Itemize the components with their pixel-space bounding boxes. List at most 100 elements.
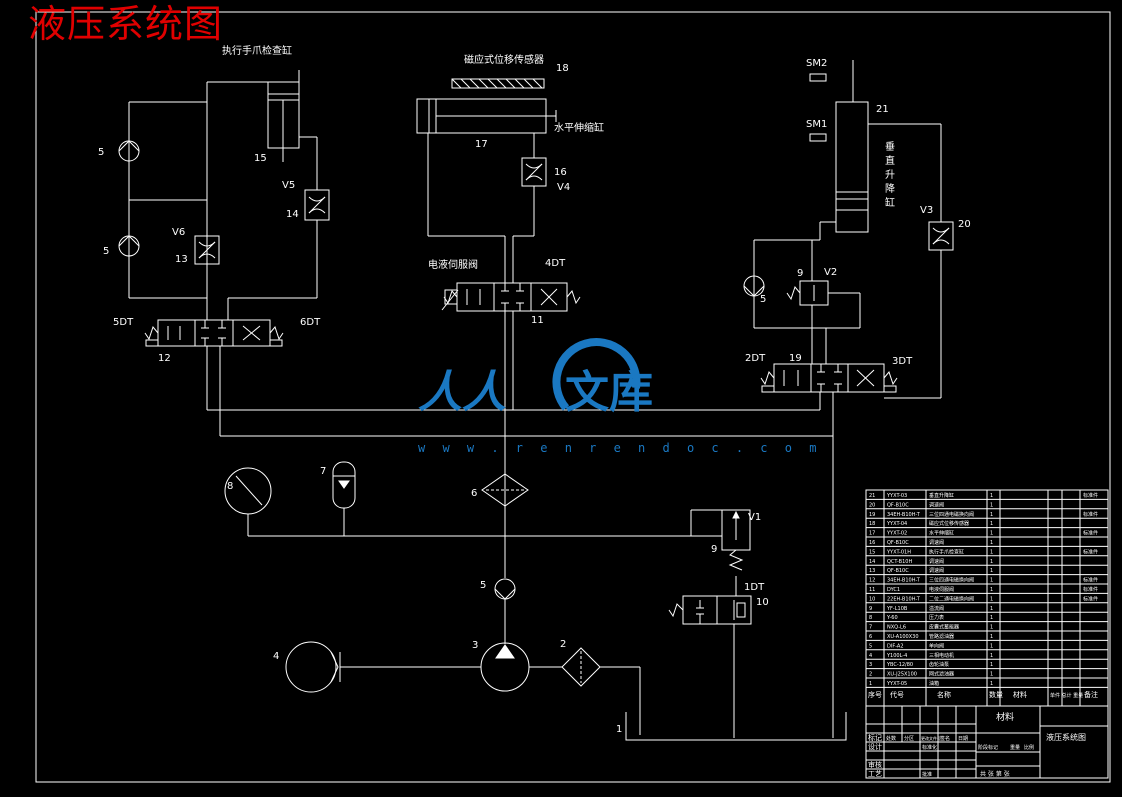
label-2dt: 2DT	[745, 353, 766, 364]
tb-row-3: 工艺	[868, 770, 882, 778]
label-15: 15	[254, 153, 267, 164]
bom-cell: 4	[869, 653, 872, 659]
bom-cell: 电液伺服阀	[929, 586, 954, 593]
bom-cell: 1	[990, 653, 993, 659]
servo-valve-11	[456, 282, 568, 312]
tb-col-4: 日期	[958, 736, 968, 742]
tb-row-2: 审核	[868, 760, 882, 769]
label-20: 20	[958, 219, 971, 230]
bom-cell: XU-A100X30	[887, 634, 919, 640]
watermark-url: w w w . r e n r e n d o c . c o m	[418, 441, 822, 455]
bom-cell: YYXT-03	[886, 493, 907, 499]
bom-cell: 5	[869, 643, 872, 649]
label-17: 17	[475, 139, 488, 150]
bom-cell: 1	[990, 606, 993, 612]
label-gripper-cyl: 执行手爪检查缸	[222, 44, 292, 57]
bom-cell: 12	[869, 578, 875, 584]
main-lines	[207, 409, 847, 741]
motor-4	[285, 641, 337, 693]
tb-approve: 批准	[922, 771, 932, 778]
bom-cell: 19	[869, 512, 875, 518]
horizontal-circuit	[416, 78, 581, 536]
bom-cell: 执行手爪检查缸	[929, 548, 964, 555]
labels: 执行手爪检查缸 磁应式位移传感器 18 水平伸缩缸 17 16 V4 电液伺服阀…	[98, 44, 971, 735]
bom-cell: Y-60	[886, 615, 898, 621]
bom-cell: 8	[869, 615, 872, 621]
label-vert-5: 缸	[885, 196, 895, 209]
bom-cell: YYXT-04	[886, 521, 907, 527]
bom-cell: 1	[990, 540, 993, 546]
bom-cell: YYXT-02	[886, 531, 907, 537]
check-valve-5d	[494, 578, 516, 600]
bom-cell: 1	[990, 587, 993, 593]
bom-cell: 9	[869, 606, 872, 612]
vertical-circuit	[743, 60, 954, 436]
bom-h-qty: 数量	[989, 690, 1003, 699]
tb-sheets: 共 张 第 张	[980, 770, 1010, 778]
label-11: 11	[531, 315, 544, 326]
bom-h-name: 名称	[937, 690, 951, 699]
sm1-switch	[809, 133, 827, 142]
label-1dt: 1DT	[744, 582, 765, 593]
label-sensor: 磁应式位移传感器	[464, 53, 544, 66]
bom-cell: 标准件	[1083, 530, 1098, 537]
label-elec-valve: 电液伺服阀	[428, 258, 478, 271]
label-v3: V3	[920, 205, 933, 216]
flow-valve-13	[194, 235, 220, 265]
bom-cell: DIF-A2	[887, 643, 904, 649]
bom-cell: YYXT-05	[886, 681, 907, 687]
bom-cell: 6	[869, 634, 872, 640]
bom-cell: 1	[990, 521, 993, 527]
sensor-18	[451, 78, 545, 89]
label-5dt: 5DT	[113, 317, 134, 328]
bom-cell: 10	[869, 596, 875, 602]
bom-cell: 标准件	[1083, 577, 1098, 584]
bom-cell: 齿轮油泵	[929, 661, 949, 668]
bom-cell: 1	[990, 493, 993, 499]
bom-cell: 溢流阀	[929, 605, 944, 612]
bom-cell: 34EH-B10H-T	[887, 512, 921, 518]
bom-cell: 1	[990, 662, 993, 668]
bom-cell: 标准件	[1083, 511, 1098, 518]
label-6: 6	[471, 488, 477, 499]
bom-cell: 标准件	[1083, 586, 1098, 593]
label-21: 21	[876, 104, 889, 115]
label-5c: 5	[760, 294, 766, 305]
bom-h-note: 备注	[1084, 690, 1098, 699]
bom-cell: 管路滤油器	[929, 633, 954, 640]
tb-col-1: 分区	[904, 735, 914, 742]
tb-std: 标准化	[922, 744, 937, 751]
bom-cell: 21	[869, 493, 875, 499]
bom-cell: 压力表	[929, 614, 944, 621]
bom-cell: 1	[990, 681, 993, 687]
bom-cell: 单向阀	[929, 642, 944, 649]
bom-cell: 34EH-B10H-T	[887, 578, 921, 584]
bom-cell: QF-B10C	[887, 502, 909, 508]
bom-cell: 16	[869, 540, 875, 546]
bom-cell: NXQ-L6	[887, 625, 906, 631]
bom-cell: 20	[869, 502, 875, 508]
dir-valve-19	[773, 363, 885, 393]
bom-h-no: 序号	[868, 690, 882, 699]
gripper-circuit	[118, 70, 330, 436]
bom-cell: 水平伸缩缸	[929, 530, 954, 537]
bom-cell: 1	[990, 502, 993, 508]
bom-cell: 1	[990, 643, 993, 649]
bom-cell: 调速阀	[929, 567, 944, 574]
bom-cell: YBC-12/80	[886, 662, 913, 668]
tb-row-1: 设计	[868, 742, 882, 751]
bom-cell: 13	[869, 568, 875, 574]
label-18: 18	[556, 63, 569, 74]
bom-cell: 垂直升降缸	[929, 492, 954, 499]
label-5b: 5	[103, 246, 109, 257]
tb-col-0: 处数	[886, 735, 896, 742]
bom-cell: YYXT-01H	[886, 549, 911, 555]
bom-cell: Y100L-4	[886, 653, 907, 659]
bom-cell: 调速阀	[929, 539, 944, 546]
bom-cell: 2	[869, 672, 872, 678]
bom-cell: YF-L10B	[886, 606, 908, 612]
bom-cell: 3	[869, 662, 872, 668]
bom-cell: 1	[990, 512, 993, 518]
